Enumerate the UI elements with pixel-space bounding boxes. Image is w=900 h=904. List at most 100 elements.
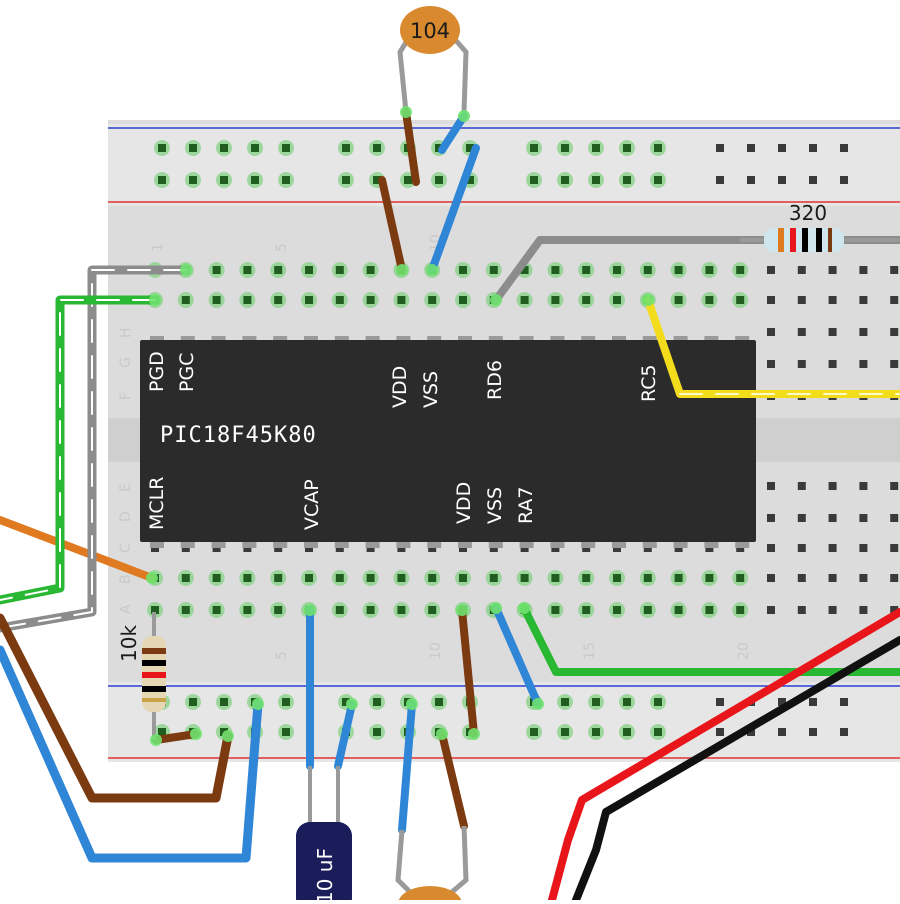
- breadboard-hole[interactable]: [561, 698, 569, 706]
- breadboard-hole[interactable]: [859, 482, 868, 490]
- red-power-wire[interactable]: [548, 608, 900, 904]
- breadboard-hole[interactable]: [397, 574, 406, 582]
- breadboard-hole[interactable]: [366, 574, 375, 582]
- breadboard-hole[interactable]: [809, 728, 817, 736]
- breadboard-hole[interactable]: [274, 606, 283, 614]
- breadboard-hole[interactable]: [859, 574, 868, 582]
- blue-wire-top[interactable]: [428, 144, 480, 274]
- breadboard-hole[interactable]: [305, 574, 313, 582]
- breadboard-hole[interactable]: [212, 606, 221, 614]
- breadboard-hole[interactable]: [778, 728, 786, 736]
- breadboard-hole[interactable]: [890, 606, 899, 614]
- breadboard-hole[interactable]: [705, 296, 714, 304]
- breadboard-hole[interactable]: [654, 144, 662, 152]
- breadboard-hole[interactable]: [767, 482, 775, 490]
- breadboard-hole[interactable]: [397, 606, 406, 614]
- brown-wire-resistor[interactable]: [152, 730, 200, 744]
- breadboard-hole[interactable]: [373, 144, 381, 152]
- resistor-320[interactable]: 320: [740, 201, 900, 252]
- breadboard-hole[interactable]: [767, 266, 775, 274]
- breadboard-hole[interactable]: [736, 606, 745, 614]
- blue-wire-cap-bottom[interactable]: [334, 700, 356, 770]
- breadboard-hole[interactable]: [335, 266, 344, 274]
- green-wire-ra7[interactable]: [520, 604, 900, 676]
- breadboard-hole[interactable]: [840, 176, 848, 184]
- breadboard-hole[interactable]: [435, 698, 443, 706]
- breadboard-hole[interactable]: [335, 296, 344, 304]
- breadboard-hole[interactable]: [778, 698, 786, 706]
- breadboard-hole[interactable]: [158, 176, 166, 184]
- breadboard-hole[interactable]: [397, 296, 406, 304]
- black-power-wire[interactable]: [572, 636, 900, 904]
- breadboard-hole[interactable]: [335, 606, 344, 614]
- breadboard-hole[interactable]: [282, 698, 290, 706]
- breadboard-hole[interactable]: [859, 360, 868, 368]
- breadboard-hole[interactable]: [613, 296, 621, 304]
- breadboard-hole[interactable]: [859, 266, 868, 274]
- breadboard-hole[interactable]: [797, 296, 806, 304]
- breadboard-hole[interactable]: [428, 606, 437, 614]
- breadboard-hole[interactable]: [366, 606, 375, 614]
- breadboard-hole[interactable]: [373, 698, 381, 706]
- breadboard-hole[interactable]: [459, 266, 467, 274]
- breadboard-hole[interactable]: [582, 296, 591, 304]
- breadboard-hole[interactable]: [809, 698, 817, 706]
- breadboard-hole[interactable]: [643, 606, 652, 614]
- breadboard-hole[interactable]: [613, 574, 621, 582]
- breadboard-hole[interactable]: [797, 266, 806, 274]
- breadboard-hole[interactable]: [654, 728, 662, 736]
- breadboard-hole[interactable]: [459, 296, 467, 304]
- breadboard-hole[interactable]: [212, 574, 221, 582]
- breadboard-hole[interactable]: [674, 266, 683, 274]
- breadboard-hole[interactable]: [643, 574, 652, 582]
- breadboard-hole[interactable]: [797, 544, 806, 552]
- breadboard-hole[interactable]: [705, 266, 714, 274]
- breadboard-hole[interactable]: [274, 266, 283, 274]
- breadboard-hole[interactable]: [767, 514, 775, 522]
- breadboard-hole[interactable]: [890, 296, 899, 304]
- breadboard-hole[interactable]: [251, 144, 259, 152]
- breadboard-hole[interactable]: [767, 606, 775, 614]
- breadboard-hole[interactable]: [181, 606, 190, 614]
- breadboard-hole[interactable]: [778, 144, 786, 152]
- breadboard-hole[interactable]: [530, 728, 538, 736]
- breadboard-hole[interactable]: [747, 728, 755, 736]
- breadboard-hole[interactable]: [890, 266, 899, 274]
- pic-chip[interactable]: [140, 340, 756, 542]
- breadboard-hole[interactable]: [243, 296, 252, 304]
- breadboard-hole[interactable]: [466, 176, 474, 184]
- breadboard-hole[interactable]: [890, 544, 899, 552]
- breadboard-hole[interactable]: [674, 606, 683, 614]
- breadboard-hole[interactable]: [890, 514, 899, 522]
- breadboard-hole[interactable]: [428, 574, 437, 582]
- breadboard-hole[interactable]: [243, 574, 252, 582]
- breadboard-hole[interactable]: [623, 728, 631, 736]
- breadboard-hole[interactable]: [674, 296, 683, 304]
- resistor-10k[interactable]: 10k: [117, 612, 166, 740]
- breadboard-hole[interactable]: [828, 328, 837, 336]
- breadboard-hole[interactable]: [716, 176, 724, 184]
- blue-wire-vdd[interactable]: [0, 645, 263, 863]
- breadboard-hole[interactable]: [282, 176, 290, 184]
- breadboard-hole[interactable]: [736, 266, 745, 274]
- breadboard-hole[interactable]: [181, 574, 190, 582]
- breadboard-hole[interactable]: [342, 144, 350, 152]
- breadboard-hole[interactable]: [716, 698, 724, 706]
- breadboard-hole[interactable]: [890, 482, 899, 490]
- breadboard-hole[interactable]: [767, 296, 775, 304]
- breadboard-hole[interactable]: [561, 728, 569, 736]
- breadboard-hole[interactable]: [674, 574, 683, 582]
- orange-wire[interactable]: [0, 516, 156, 582]
- breadboard-hole[interactable]: [767, 574, 775, 582]
- breadboard-hole[interactable]: [212, 296, 221, 304]
- breadboard-hole[interactable]: [859, 328, 868, 336]
- breadboard-hole[interactable]: [828, 544, 837, 552]
- breadboard-hole[interactable]: [592, 144, 600, 152]
- breadboard-hole[interactable]: [736, 574, 745, 582]
- breadboard-hole[interactable]: [736, 296, 745, 304]
- breadboard-hole[interactable]: [643, 266, 652, 274]
- breadboard-hole[interactable]: [366, 266, 375, 274]
- electrolytic-capacitor[interactable]: 10 uF: [296, 766, 352, 904]
- breadboard-hole[interactable]: [767, 360, 775, 368]
- breadboard-hole[interactable]: [305, 266, 313, 274]
